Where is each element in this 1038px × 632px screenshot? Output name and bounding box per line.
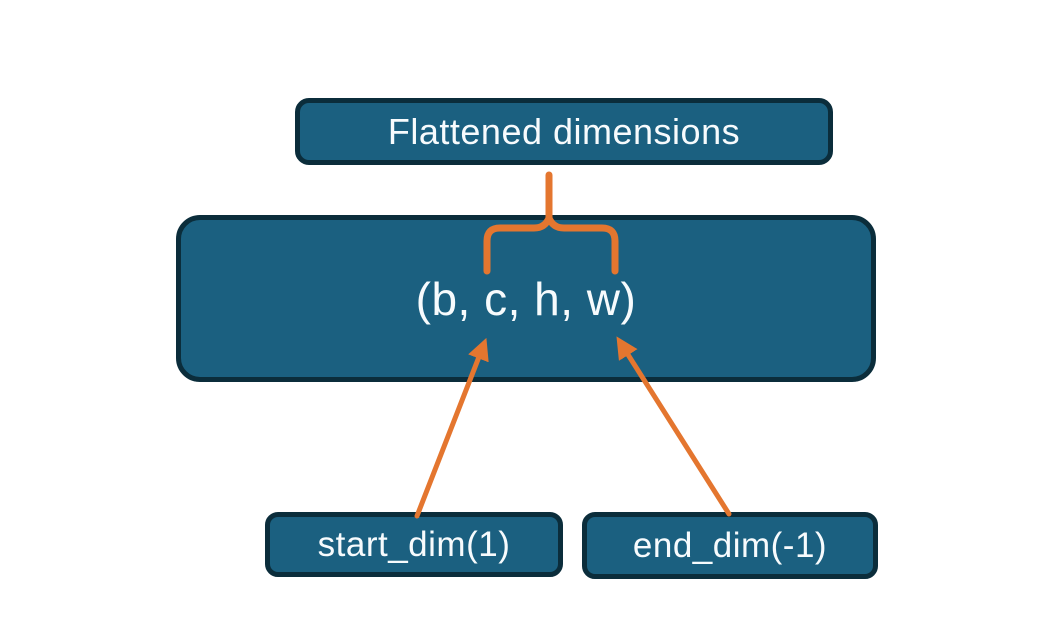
node-tensor-shape-label: (b, c, h, w) <box>415 272 637 325</box>
node-tensor-shape: (b, c, h, w) <box>176 215 876 382</box>
node-end-dim-label: end_dim(-1) <box>632 525 828 565</box>
node-start-dim-label: start_dim(1) <box>317 524 511 564</box>
node-flattened-dimensions: Flattened dimensions <box>295 98 833 165</box>
node-flattened-dimensions-label: Flattened dimensions <box>387 110 741 152</box>
node-start-dim: start_dim(1) <box>265 512 563 577</box>
node-end-dim: end_dim(-1) <box>582 512 878 579</box>
